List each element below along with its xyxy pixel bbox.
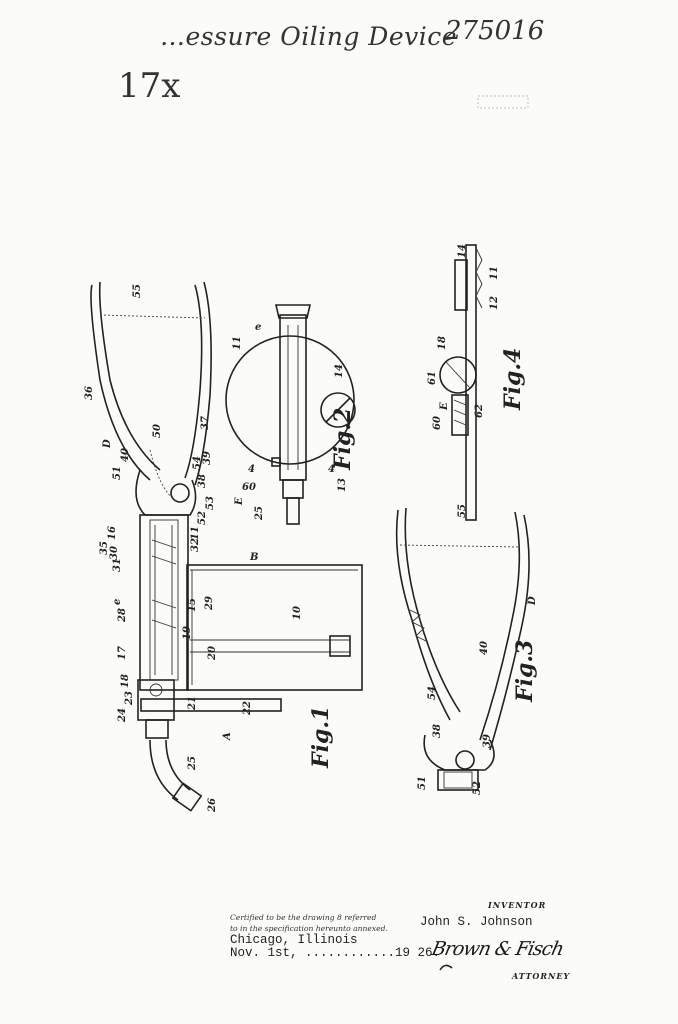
fig4-caption: Fig.4 — [500, 348, 526, 411]
fig2-reference-label: E — [234, 497, 245, 506]
fig3-reference-label: 54 — [427, 686, 438, 700]
fig1-reference-label: 28 — [117, 608, 128, 623]
margin-mark: 17x — [118, 66, 181, 106]
attorney-label: ATTORNEY — [512, 971, 571, 981]
fig1-reference-label: A — [222, 732, 233, 741]
fig1-reference-label: 11 — [190, 526, 201, 540]
fig2-reference-label: 11 — [232, 336, 243, 350]
signature-flourish — [439, 964, 453, 971]
inventor-block: INVENTOR John S. Johnson ATTORNEY — [420, 900, 580, 981]
fig3-labels: 55D 40 54 38 39 51 52 — [417, 504, 538, 795]
fig1-reference-label: 25 — [187, 756, 198, 771]
handwritten-title: …essure Oiling Device — [160, 22, 458, 51]
patent-number: 275016 — [445, 16, 545, 46]
fig1-reference-label: 23 — [124, 691, 135, 706]
fig4-reference-label: 18 — [437, 336, 448, 350]
fig2-reference-label: 60 — [242, 482, 256, 493]
fig1-reference-label: 15 — [187, 598, 198, 612]
inventor-name: John S. Johnson — [420, 915, 533, 929]
fig3-reference-label: 38 — [432, 724, 443, 738]
inventor-heading: INVENTOR — [488, 900, 547, 910]
fig1-reference-label: 22 — [242, 701, 253, 716]
fig1-reference-label: 54 — [192, 456, 203, 470]
fig2-reference-label: 25 — [254, 506, 265, 521]
figure-3: Fig.3 — [395, 507, 538, 791]
fig4-reference-label: 60 — [432, 416, 443, 430]
fig1-reference-label: 30 — [109, 546, 120, 560]
fig1-reference-label: 52 — [197, 511, 208, 525]
fig1-reference-label: 29 — [204, 596, 215, 611]
fig4-reference-label: 12 — [489, 296, 500, 310]
certification-date: Nov. 1st, ............19 26. — [230, 946, 441, 960]
fig2-reference-label: 4 — [248, 464, 255, 475]
fig1-reference-label: 35 — [99, 541, 110, 555]
fig3-reference-label: 40 — [479, 641, 490, 655]
fig1-reference-label: 36 — [84, 386, 95, 400]
fig1-reference-label: 31 — [112, 558, 123, 572]
fig2-reference-label: 14 — [334, 364, 345, 378]
fig1-reference-label: 51 — [112, 466, 123, 480]
certification-line-1: Certified to be the drawing 8 referred — [230, 913, 377, 922]
certification-line-2: to in the specification hereunto annexed… — [230, 924, 388, 933]
certification-city: Chicago, Illinois — [230, 933, 358, 947]
fig3-reference-label: 52 — [472, 781, 483, 795]
fig4-reference-label: 11 — [489, 266, 500, 280]
fig1-reference-label: B — [249, 552, 258, 563]
fig4-reference-label: 61 — [427, 371, 438, 385]
fig1-reference-label: 26 — [207, 798, 218, 813]
fig1-reference-label: 20 — [207, 646, 218, 661]
fig1-reference-label: D — [102, 439, 113, 449]
fig1-reference-label: 39 — [202, 451, 213, 465]
fig1-reference-label: 18 — [120, 674, 131, 688]
certification-block: Certified to be the drawing 8 referred t… — [230, 912, 441, 960]
fig1-reference-label: 53 — [205, 496, 216, 510]
fig3-reference-label: 51 — [417, 776, 428, 790]
fig1-reference-label: 55 — [132, 284, 143, 298]
fig2-reference-label: 13 — [337, 478, 348, 492]
fig4-reference-label: 14 — [457, 244, 468, 258]
fig4-reference-label: 62 — [474, 404, 485, 418]
fig3-reference-label: D — [527, 596, 538, 606]
fig1-reference-label: e — [112, 599, 123, 605]
fig1-reference-label: 32 — [190, 538, 201, 552]
fig2-reference-label: 4 — [328, 464, 335, 475]
fig1-reference-label: 17 — [117, 646, 128, 660]
fig2-reference-label: e — [255, 322, 261, 333]
stamp-mark — [477, 95, 529, 109]
fig1-reference-label: 19 — [182, 626, 193, 640]
fig1-reference-label: 40 — [120, 448, 131, 462]
figure-2: Fig.2 — [225, 304, 356, 525]
fig1-reference-label: 21 — [187, 696, 198, 711]
fig1-reference-label: 37 — [200, 416, 211, 430]
fig1-reference-label: 16 — [107, 526, 118, 540]
fig3-reference-label: 55 — [457, 504, 468, 518]
figure-1: Fig.1 — [90, 281, 363, 812]
fig1-reference-label: 10 — [292, 606, 303, 620]
fig2-caption: Fig.2 — [330, 408, 356, 471]
fig1-reference-label: 24 — [117, 708, 128, 723]
fig4-labels: 14 11 12 18 61E 60 62 — [427, 244, 500, 430]
figure-4: Fig.4 — [439, 244, 526, 521]
fig4-reference-label: E — [439, 402, 450, 411]
fig3-caption: Fig.3 — [512, 640, 538, 703]
fig2-labels: e 11 14 4 4 60E 13 25 — [232, 322, 348, 521]
fig1-reference-label: 38 — [197, 474, 208, 488]
attorney-signature: Brown & Fisch — [429, 938, 566, 960]
fig1-caption: Fig.1 — [308, 706, 334, 769]
fig3-reference-label: 39 — [482, 734, 493, 748]
fig1-reference-label: 50 — [152, 424, 163, 438]
